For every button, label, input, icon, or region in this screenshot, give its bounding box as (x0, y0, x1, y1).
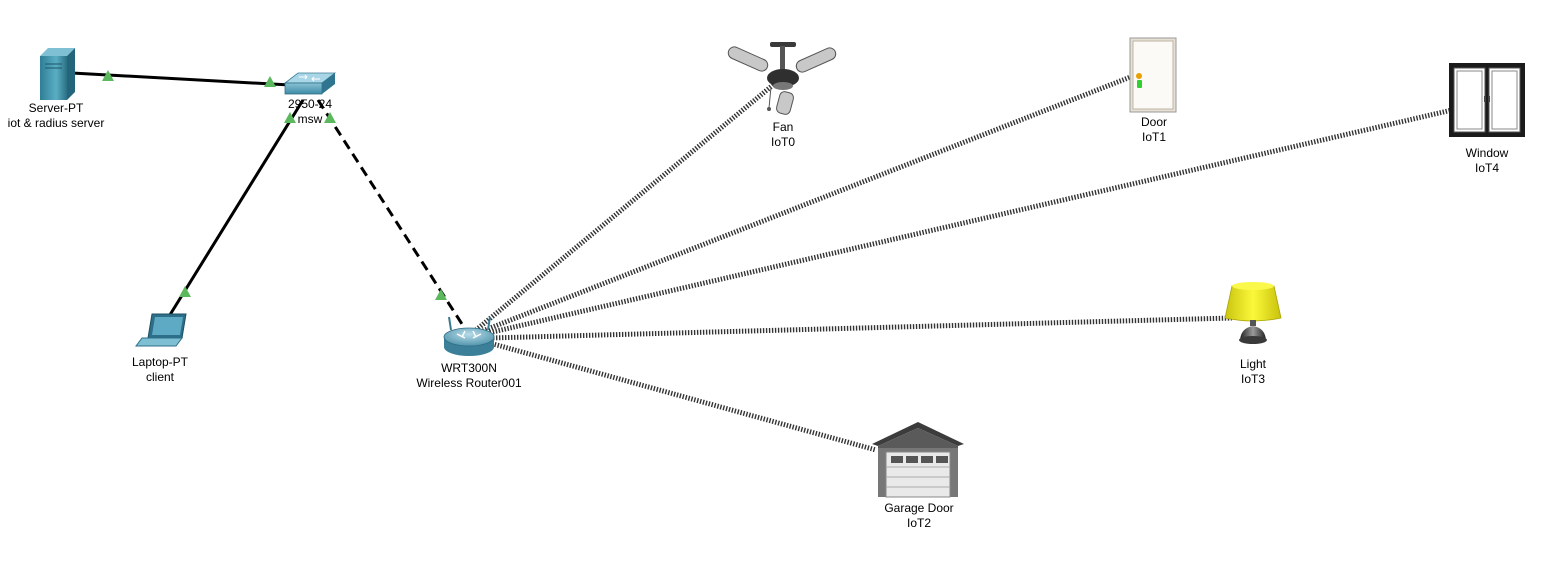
laptop-icon[interactable] (135, 313, 187, 347)
link-up-triangle (284, 112, 296, 123)
lamp-icon[interactable] (1224, 282, 1282, 344)
server-name-label: iot & radius server (7, 116, 105, 130)
light-label: Light IoT3 (1240, 357, 1266, 387)
server-icon[interactable] (40, 48, 75, 100)
door-label: Door IoT1 (1141, 115, 1167, 145)
laptop-label: Laptop-PT client (132, 355, 188, 385)
fan-label: Fan IoT0 (771, 120, 795, 150)
link-up-triangle (102, 70, 114, 81)
door-name-label: IoT1 (1141, 130, 1167, 144)
router-name-label: Wireless Router001 (416, 376, 522, 390)
server-label: Server-PT iot & radius server (8, 101, 105, 131)
link-up-triangle (179, 286, 191, 297)
garage-model-label: Garage Door (884, 501, 954, 515)
wireless-link-light[interactable] (489, 315, 1233, 341)
link-switch-router[interactable] (316, 99, 464, 325)
fan-name-label: IoT0 (770, 135, 796, 149)
window-name-label: IoT4 (1474, 161, 1499, 175)
link-status-indicators (102, 70, 447, 300)
fan-model-label: Fan (772, 120, 794, 134)
garage-label: Garage Door IoT2 (884, 501, 953, 531)
wireless-link-window[interactable] (483, 107, 1453, 337)
door-icon[interactable] (1129, 37, 1177, 113)
ceiling-fan-icon[interactable] (726, 42, 837, 115)
wireless-router-icon[interactable] (443, 316, 495, 356)
link-up-triangle (324, 112, 336, 123)
window-model-label: Window (1465, 146, 1509, 160)
router-label: WRT300N Wireless Router001 (416, 361, 521, 391)
window-label: Window IoT4 (1466, 146, 1509, 176)
door-model-label: Door (1140, 115, 1168, 129)
link-switch-laptop[interactable] (166, 99, 305, 319)
laptop-model-label: Laptop-PT (131, 355, 189, 369)
switch-icon[interactable] (283, 72, 337, 95)
server-model-label: Server-PT (28, 101, 84, 115)
laptop-name-label: client (145, 370, 175, 384)
switch-model-label: 2950-24 (287, 97, 333, 111)
wireless-link-fan[interactable] (474, 83, 775, 332)
router-model-label: WRT300N (441, 361, 497, 375)
switch-label: 2950-24 msw (288, 97, 332, 127)
garage-door-icon[interactable] (872, 422, 964, 498)
light-name-label: IoT3 (1240, 372, 1265, 386)
window-icon[interactable] (1449, 63, 1525, 137)
light-model-label: Light (1239, 357, 1267, 371)
wireless-link-door[interactable] (479, 73, 1134, 335)
link-up-triangle (264, 76, 276, 87)
wireless-links (474, 73, 1453, 453)
wired-links (71, 71, 464, 325)
garage-name-label: IoT2 (906, 516, 931, 530)
link-up-triangle (435, 289, 447, 300)
wireless-link-garage[interactable] (485, 339, 877, 453)
switch-name-label: msw (297, 112, 323, 126)
